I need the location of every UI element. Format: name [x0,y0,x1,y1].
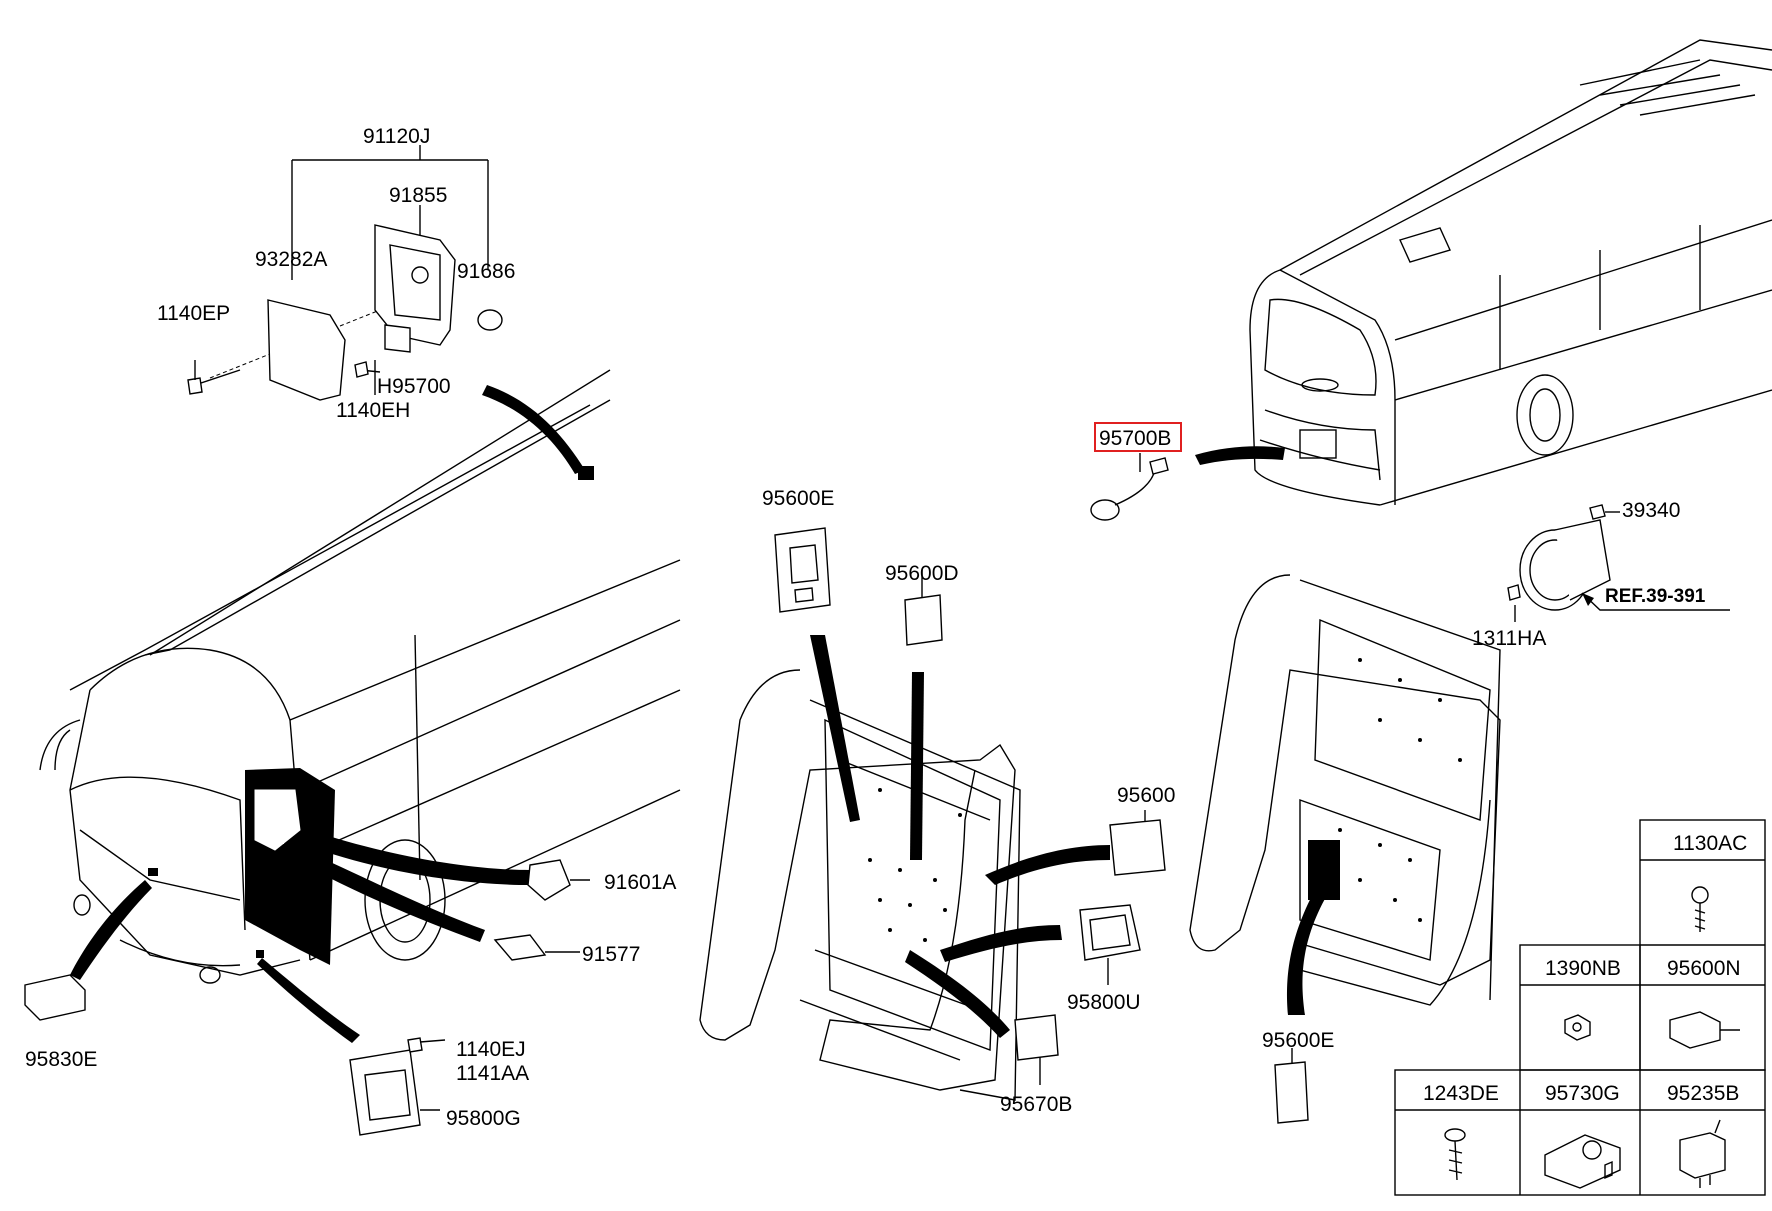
label-95800G: 95800G [446,1107,521,1130]
table-header-95600N: 95600N [1667,957,1741,980]
nut-1390NB-icon [1564,1014,1591,1041]
pointer-95700B [1195,446,1285,465]
relay-95235B-icon [1679,1119,1726,1188]
part-95600D [904,570,943,646]
label-95600E-bottom: 95600E [1262,1029,1334,1052]
label-95700B: 95700B [1099,427,1171,450]
label-93282A: 93282A [255,248,327,271]
part-91577 [493,934,580,961]
table-header-95235B: 95235B [1667,1082,1739,1105]
label-95600: 95600 [1117,784,1175,807]
pointer-95600E-top [810,635,860,822]
table-header-1390NB: 1390NB [1545,957,1621,980]
label-H95700: H95700 [377,375,451,398]
label-91577: 91577 [582,943,640,966]
table-header-1130AC: 1130AC [1673,832,1747,855]
label-95800U: 95800U [1067,991,1141,1014]
label-95600E-top: 95600E [762,487,834,510]
pointer-95670B [905,950,1010,1038]
bolt-1130AC-icon [1691,886,1709,932]
label-91601A: 91601A [604,871,676,894]
table-header-1243DE: 1243DE [1423,1082,1499,1105]
pointer-95600D [910,672,924,860]
pointer-95600E-bottom [1287,890,1330,1015]
part-95800U [1079,904,1141,985]
label-91120J: 91120J [363,125,430,148]
part-39340-horn [1507,504,1730,622]
pointer-91601A [305,830,530,885]
label-91686: 91686 [457,260,515,283]
relay-95600N-icon [1669,1011,1740,1049]
label-39340: 39340 [1622,499,1680,522]
label-1311HA: 1311HA [1472,627,1546,650]
table-header-95730G: 95730G [1545,1082,1620,1105]
part-95670B [1014,1014,1059,1085]
label-1141AA: 1141AA [456,1062,529,1085]
part-95800G [349,1037,446,1136]
label-95600D: 95600D [885,562,959,585]
pointer-95830E [70,880,152,980]
label-91855: 91855 [389,184,447,207]
center-panel-illustration [699,669,1021,1101]
pointer-91577 [295,848,485,942]
label-REF-39-391: REF.39-391 [1605,586,1706,607]
right-panel-illustration [1189,574,1501,1006]
part-95600E-top [774,527,831,613]
label-1140EP: 1140EP [157,302,230,325]
part-91601A [527,859,590,901]
highlight-box-95700B [1094,422,1182,452]
label-95830E: 95830E [25,1048,97,1071]
pointer-95800U [940,925,1062,962]
pointer-H95700 [482,385,585,474]
part-95600E-bottom [1274,1048,1309,1124]
label-95670B: 95670B [1000,1093,1072,1116]
screw-1243DE-icon [1444,1128,1466,1181]
module-group-91120J [187,145,503,401]
part-95600 [1109,810,1166,876]
parts-table [1394,819,1766,1196]
pointer-95800G [257,958,360,1043]
bus-rear-illustration [1249,39,1772,506]
part-95830E [24,974,86,1021]
buzzer-95730G-icon [1544,1134,1621,1189]
part-95700B [1090,453,1169,521]
label-1140EH: 1140EH [336,399,410,422]
label-1140EJ: 1140EJ [456,1038,526,1061]
pointer-95600 [985,845,1110,885]
